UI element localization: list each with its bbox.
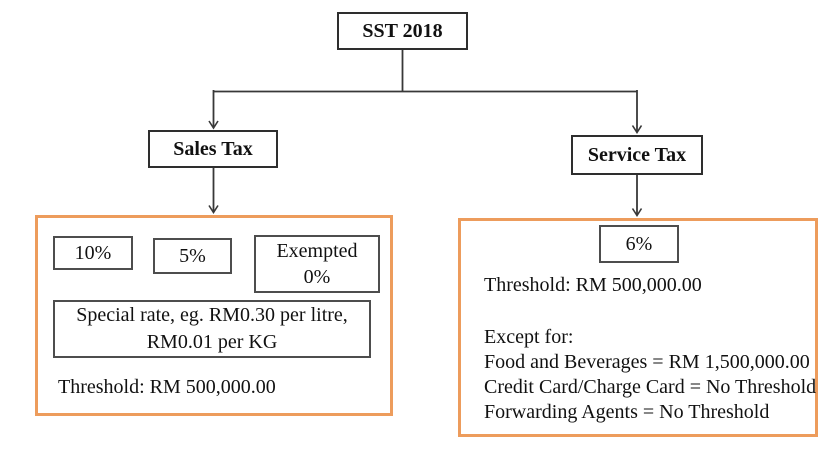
sales-rate-exempted-line2: 0% [303,266,331,288]
sales-rate-exempted-line1: Exempted [276,240,358,262]
sales-rate-10-box: 10% [53,236,133,270]
sales-rate-5-label: 5% [179,245,206,267]
node-sales-tax: Sales Tax [148,130,278,168]
service-rate-6-label: 6% [625,233,653,255]
sales-threshold-text: Threshold: RM 500,000.00 [58,376,276,398]
sales-rate-10-label: 10% [74,242,112,264]
sales-rate-exempted-box: Exempted 0% [254,235,380,293]
service-exception-item: Forwarding Agents = No Threshold [484,401,770,423]
service-exception-item: Food and Beverages = RM 1,500,000.00 [484,351,810,373]
sales-special-rate-line1: Special rate, eg. RM0.30 per litre, [76,304,348,326]
node-sst-2018-label: SST 2018 [362,19,443,42]
node-sst-2018: SST 2018 [337,12,468,50]
sales-tax-panel: 10% 5% Exempted 0% Special rate, eg. RM0… [35,215,393,416]
sales-special-rate-box: Special rate, eg. RM0.30 per litre, RM0.… [53,300,371,358]
service-exceptions-block: Except for: Food and Beverages = RM 1,50… [484,325,816,425]
service-rate-6-box: 6% [599,225,679,263]
node-service-tax-label: Service Tax [587,143,687,166]
node-sales-tax-label: Sales Tax [173,137,253,160]
sales-rate-5-box: 5% [153,238,232,274]
sales-special-rate-line2: RM0.01 per KG [146,331,278,353]
service-threshold-text: Threshold: RM 500,000.00 [484,274,702,296]
service-exception-item: Credit Card/Charge Card = No Threshold [484,376,817,398]
node-service-tax: Service Tax [571,135,703,175]
service-tax-panel: 6% Threshold: RM 500,000.00 Except for: … [458,218,818,437]
service-except-title: Except for: [484,326,574,348]
